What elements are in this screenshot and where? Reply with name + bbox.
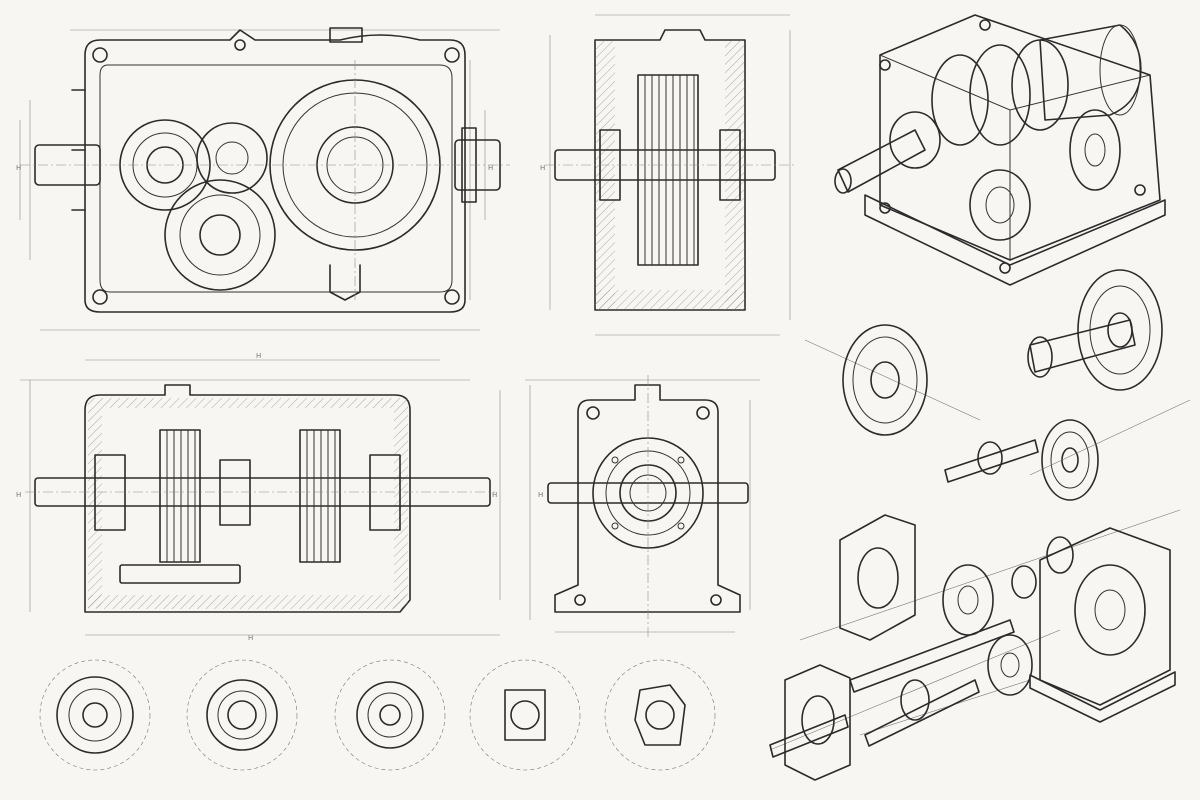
iso-housing xyxy=(879,14,1161,261)
top-gear-left xyxy=(159,429,201,563)
exploded-leader-lines xyxy=(769,509,1181,751)
housing-inner-wall xyxy=(99,64,453,293)
detail-view-2 xyxy=(186,659,298,771)
gear-subassemblies xyxy=(804,269,1191,501)
iso-output-shaft xyxy=(837,129,926,193)
front-gears xyxy=(119,79,441,291)
exploded-end-cover-lower xyxy=(784,664,851,781)
exploded-gears xyxy=(900,536,1074,721)
iso-base-bolts xyxy=(879,19,1146,274)
exploded-view xyxy=(769,509,1181,781)
isometric-view xyxy=(834,14,1166,286)
helical-gear-pinion-shaft xyxy=(1027,269,1163,391)
dimension-mark: H xyxy=(538,491,543,499)
housing-outline xyxy=(84,29,466,313)
mounting-lugs-left xyxy=(71,89,86,211)
exploded-housing-gear xyxy=(1074,564,1146,656)
iso-base-flange xyxy=(864,194,1166,286)
detail-view-4 xyxy=(469,659,581,771)
dimension-mark: H xyxy=(16,164,21,172)
side-gear-face xyxy=(637,74,699,266)
dimension-mark: H xyxy=(492,491,497,499)
top-lower-shaft xyxy=(119,564,241,584)
top-section-view xyxy=(20,359,501,636)
exploded-input-shaft xyxy=(769,714,849,758)
dimension-mark: H xyxy=(488,164,493,172)
top-housing-outline xyxy=(84,384,411,613)
exploded-shaft-upper xyxy=(849,619,1015,693)
exploded-housing xyxy=(1039,527,1171,706)
side-dimension-lines xyxy=(549,14,791,336)
gear-idler-front xyxy=(164,179,276,291)
detail-views xyxy=(39,659,716,771)
exploded-shaft-lower xyxy=(864,679,980,747)
detail-view-1 xyxy=(39,659,151,771)
gear-small-front xyxy=(196,122,268,194)
exploded-end-cover-upper xyxy=(839,514,916,641)
front-view-dimension-lines xyxy=(19,29,500,331)
dimension-mark: H xyxy=(256,352,261,360)
top-dimension-lines xyxy=(20,359,501,636)
shaft-with-collar xyxy=(944,439,1039,483)
top-bearings xyxy=(94,454,401,531)
dimension-mark: H xyxy=(540,164,545,172)
dimension-mark: H xyxy=(248,634,253,642)
detail-view-5 xyxy=(604,659,716,771)
end-view xyxy=(525,375,760,640)
spur-gear-with-shaft xyxy=(804,324,981,436)
gear-pinion-front xyxy=(119,119,211,211)
top-gear-right xyxy=(299,429,341,563)
small-helical-gear xyxy=(1029,399,1191,501)
end-housing-outline xyxy=(554,384,741,613)
housing-bolts xyxy=(92,39,460,305)
detail-view-3 xyxy=(334,659,446,771)
iso-gear-train xyxy=(889,39,1121,241)
iso-motor xyxy=(1039,24,1142,121)
dimension-annotations: H H H H H H H H xyxy=(16,164,545,642)
dimension-mark: H xyxy=(16,491,21,499)
end-dimension-lines xyxy=(525,379,760,633)
front-view xyxy=(19,27,510,331)
side-housing-outline xyxy=(594,29,746,311)
side-gear-teeth xyxy=(644,75,695,265)
side-section-view xyxy=(545,14,795,336)
top-breather xyxy=(329,27,363,43)
end-view-bolts xyxy=(574,406,722,606)
drain-plug xyxy=(329,264,361,301)
